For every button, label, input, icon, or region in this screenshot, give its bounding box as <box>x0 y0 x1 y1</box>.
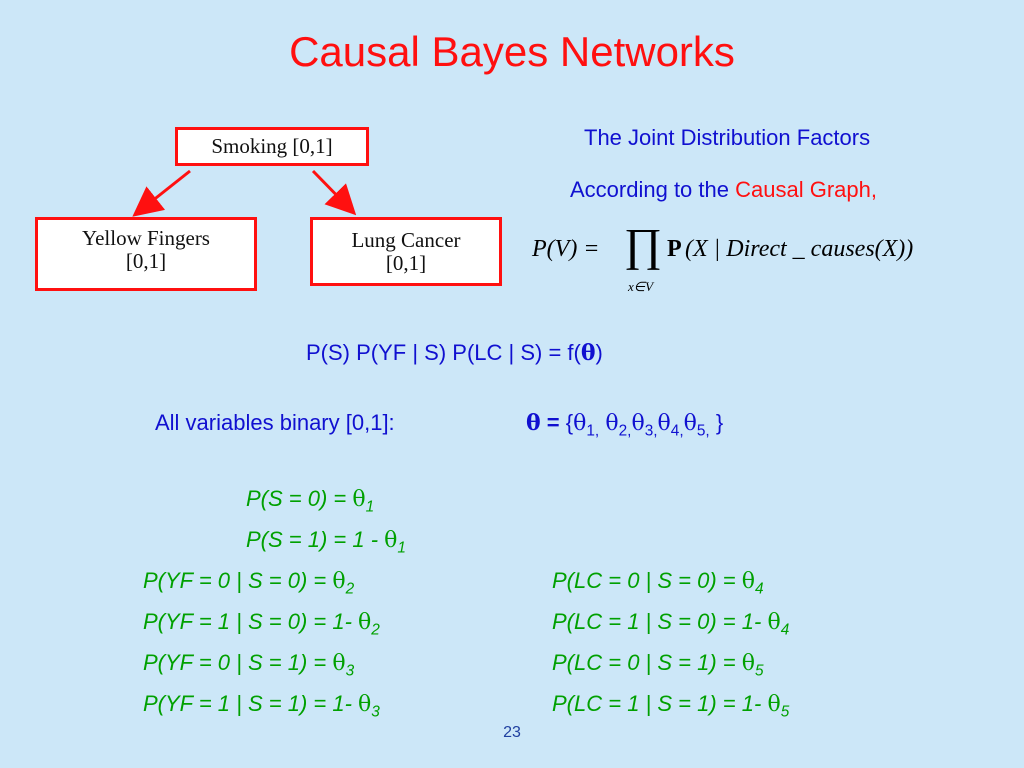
node-smoking-label: Smoking [0,1] <box>211 134 333 158</box>
prob-lc-0-s-0: P(LC = 0 | S = 0) = θ4 <box>552 568 764 598</box>
factorization-close: ) <box>595 340 603 365</box>
params-close: } <box>715 410 724 435</box>
params-label: All variables binary [0,1]: <box>155 410 395 435</box>
node-yellow-fingers: Yellow Fingers [0,1] <box>35 217 257 291</box>
params-set: θ = {θ1, θ2,θ3,θ4,θ5, } <box>526 410 724 440</box>
node-lung-cancer-range: [0,1] <box>385 251 427 275</box>
edge-smoking-to-yellow-fingers <box>132 169 191 217</box>
params-equals: = <box>540 410 566 435</box>
causal-graph-highlight: Causal Graph, <box>735 177 877 202</box>
prob-yf-1-s-1: P(YF = 1 | S = 1) = 1- θ3 <box>143 691 380 721</box>
product-subscript: x∈V <box>628 279 654 294</box>
formula-lhs: P(V) = <box>532 236 600 262</box>
prob-s-1: P(S = 1) = 1 - θ1 <box>246 527 406 557</box>
prob-yf-0-s-1: P(YF = 0 | S = 1) = θ3 <box>143 650 355 680</box>
prob-lc-1-s-1: P(LC = 1 | S = 1) = 1- θ5 <box>552 691 790 721</box>
formula-rhs: (X | Direct _ causes(X)) <box>685 236 914 262</box>
node-smoking: Smoking [0,1] <box>175 127 369 166</box>
edge-smoking-to-lung-cancer <box>311 169 357 216</box>
joint-distribution-heading: The Joint Distribution Factors <box>584 125 871 150</box>
node-yellow-fingers-range: [0,1] <box>125 249 167 273</box>
factorization-text: P(S) P(YF | S) P(LC | S) = f( <box>306 340 581 365</box>
causal-graph-line: According to the Causal Graph, <box>570 177 877 203</box>
factorization-line: P(S) P(YF | S) P(LC | S) = f(θ) <box>306 340 603 366</box>
prob-lc-1-s-0: P(LC = 1 | S = 0) = 1- θ4 <box>552 609 790 639</box>
page-number: 23 <box>503 724 521 741</box>
causal-graph-prefix: According to the <box>570 177 736 202</box>
prob-yf-1-s-0: P(YF = 1 | S = 0) = 1- θ2 <box>143 609 380 639</box>
factorization-theta: θ <box>580 340 596 366</box>
node-lung-cancer: Lung Cancer [0,1] <box>310 217 502 286</box>
prob-lc-0-s-1: P(LC = 0 | S = 1) = θ5 <box>552 650 764 680</box>
product-symbol: ∏ <box>624 219 662 270</box>
prob-yf-0-s-0: P(YF = 0 | S = 0) = θ2 <box>143 568 355 598</box>
node-yellow-fingers-name: Yellow Fingers <box>82 226 210 250</box>
formula-bold-p: P <box>667 236 682 262</box>
node-lung-cancer-name: Lung Cancer <box>351 228 461 252</box>
params-theta: θ <box>526 410 541 436</box>
prob-s-0: P(S = 0) = θ1 <box>246 486 375 516</box>
params-open: { <box>565 410 574 435</box>
slide-title: Causal Bayes Networks <box>289 28 735 75</box>
